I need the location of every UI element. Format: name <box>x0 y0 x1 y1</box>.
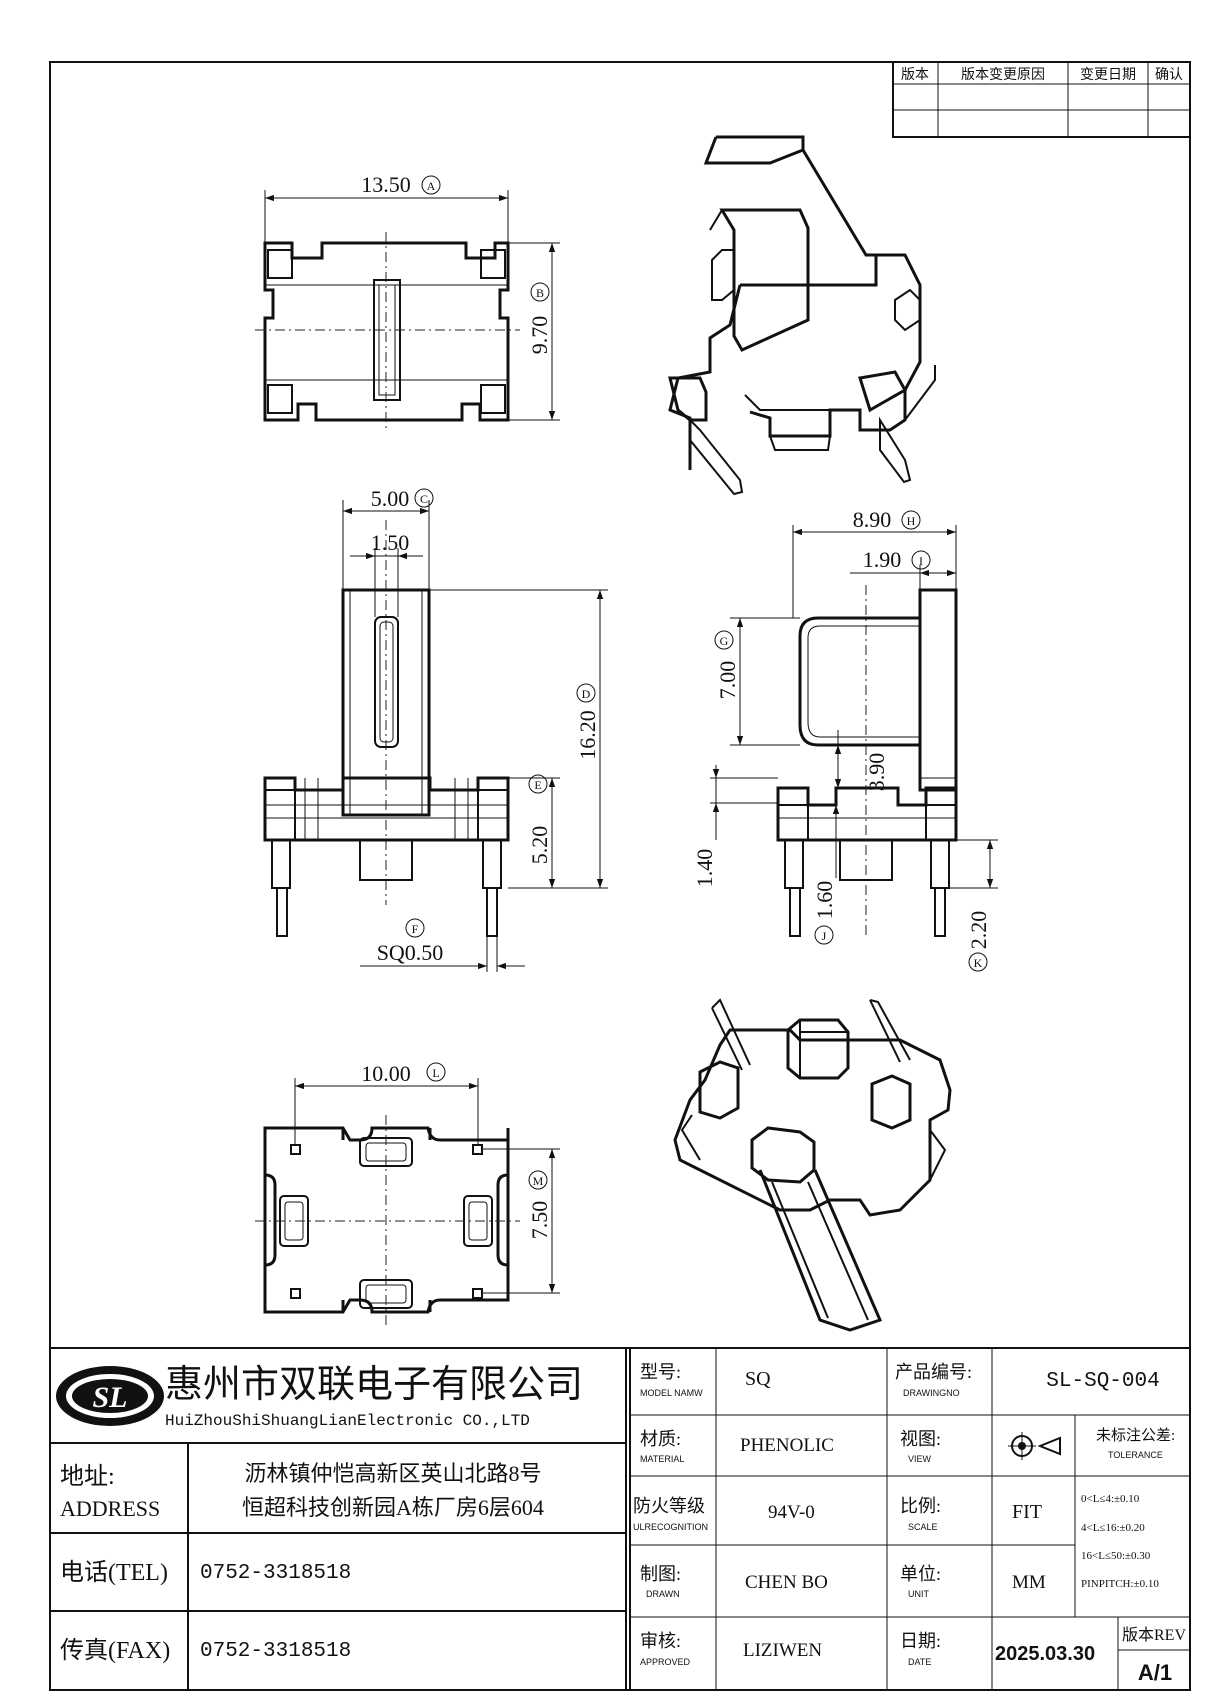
sheet-border <box>49 61 1191 1691</box>
rev-header-version: 版本 <box>901 67 929 83</box>
dim-7-00: 7.00 <box>715 661 740 700</box>
title-block: SL 惠州市双联电子有限公司 HuiZhouShiShuangLianElect… <box>50 1347 1190 1690</box>
top-view: 13.50 A 9.70 B <box>255 172 560 430</box>
address-line-2: 恒超科技创新园A栋厂房6层604 <box>242 1495 544 1520</box>
rev-header-confirm: 确认 <box>1155 67 1183 83</box>
dim-7-50: 7.50 <box>527 1201 552 1240</box>
model-label-en: MODEL NAMW <box>640 1388 703 1398</box>
tolerance-label-en: TOLERANCE <box>1108 1450 1163 1460</box>
drawing-no-label-en: DRAWINGNO <box>903 1388 960 1398</box>
approved-label-en: APPROVED <box>640 1657 691 1667</box>
tel-label: 电话(TEL) <box>60 1559 168 1586</box>
material-label-en: MATERIAL <box>640 1454 684 1464</box>
dim-tag-e: E <box>534 778 541 792</box>
front-view: 5.00 C 1.50 16.20 D 5.20 E F <box>263 486 608 972</box>
drawn-value: CHEN BO <box>745 1572 828 1593</box>
dim-16-20: 16.20 <box>575 710 600 760</box>
scale-value: FIT <box>1012 1501 1042 1523</box>
side-view: 8.90 H 1.90 I 7.00 G 3.90 1.40 <box>692 507 998 972</box>
rev-value: A/1 <box>1138 1660 1172 1685</box>
dim-1-90: 1.90 <box>863 547 902 572</box>
dim-8-90: 8.90 <box>853 507 892 532</box>
dim-tag-j: J <box>822 929 827 943</box>
dim-tag-k: K <box>974 956 983 970</box>
dim-9-70: 9.70 <box>527 316 552 355</box>
model-value: SQ <box>745 1368 771 1390</box>
fire-rating-label: 防火等级 <box>633 1496 705 1516</box>
unit-label-en: UNIT <box>908 1589 929 1599</box>
dim-3-90: 3.90 <box>864 753 889 792</box>
dim-tag-m: M <box>533 1174 544 1188</box>
company-name-en: HuiZhouShiShuangLianElectronic CO.,LTD <box>165 1412 530 1430</box>
approved-value: LIZIWEN <box>743 1640 822 1661</box>
dim-1-40: 1.40 <box>692 849 717 888</box>
bottom-view: 10.00 L 7.50 M <box>255 1061 560 1325</box>
dim-tag-g: G <box>720 634 729 648</box>
address-label-cn: 地址: <box>60 1463 115 1490</box>
scale-label-en: SCALE <box>908 1522 938 1532</box>
drawn-label: 制图: <box>640 1564 681 1584</box>
fire-rating-label-en: ULRECOGNITION <box>633 1522 708 1532</box>
dim-tag-f: F <box>412 922 419 936</box>
dim-2-20: 2.20 <box>966 911 991 950</box>
dim-5-00: 5.00 <box>371 486 410 511</box>
tolerance-item: 16<L≤50:±0.30 <box>1081 1550 1151 1562</box>
date-value: 2025.03.30 <box>995 1643 1095 1665</box>
address-label-en: ADDRESS <box>60 1496 160 1521</box>
unit-label: 单位: <box>900 1564 941 1584</box>
scale-label: 比例: <box>900 1496 941 1516</box>
rev-header-reason: 版本变更原因 <box>961 67 1045 83</box>
dim-tag-i: I <box>919 554 923 568</box>
tel-value: 0752-3318518 <box>200 1562 351 1585</box>
tolerance-item: PINPITCH:±0.10 <box>1081 1578 1159 1590</box>
rev-header-date: 变更日期 <box>1080 67 1136 83</box>
tolerance-label: 未标注公差: <box>1096 1427 1175 1444</box>
dim-tag-a: A <box>427 179 436 193</box>
dim-tag-l: L <box>432 1066 439 1080</box>
company-logo: SL <box>56 1366 164 1426</box>
date-label-en: DATE <box>908 1657 931 1667</box>
view-projection-icon <box>1008 1432 1061 1460</box>
view-label: 视图: <box>900 1429 941 1449</box>
drawing-no-label: 产品编号: <box>895 1362 972 1382</box>
iso-view-top <box>668 135 936 496</box>
view-label-en: VIEW <box>908 1454 932 1464</box>
company-name-cn: 惠州市双联电子有限公司 <box>165 1364 583 1406</box>
revision-table: 版本 版本变更原因 变更日期 确认 <box>892 61 1191 138</box>
dim-5-20: 5.20 <box>527 826 552 865</box>
drawing-no-value: SL-SQ-004 <box>1046 1370 1159 1393</box>
fax-value: 0752-3318518 <box>200 1640 351 1663</box>
tolerance-item: 0<L≤4:±0.10 <box>1081 1493 1140 1505</box>
dim-sq0-50: SQ0.50 <box>377 940 444 965</box>
dim-13-50: 13.50 <box>361 172 411 197</box>
unit-value: MM <box>1012 1572 1046 1593</box>
date-label: 日期: <box>900 1631 941 1651</box>
material-value: PHENOLIC <box>740 1435 834 1456</box>
logo-text: SL <box>92 1381 127 1414</box>
material-label: 材质: <box>640 1429 681 1449</box>
dim-1-60: 1.60 <box>812 881 837 920</box>
fax-label: 传真(FAX) <box>60 1637 170 1664</box>
approved-label: 审核: <box>640 1631 681 1651</box>
dim-tag-h: H <box>907 514 916 528</box>
rev-label: 版本REV <box>1122 1626 1186 1644</box>
iso-view-bottom <box>673 998 952 1332</box>
dim-10-00: 10.00 <box>361 1061 411 1086</box>
dim-tag-c: C <box>420 492 428 506</box>
fire-rating-value: 94V-0 <box>768 1502 815 1523</box>
model-label: 型号: <box>640 1362 681 1382</box>
drawn-label-en: DRAWN <box>646 1589 680 1599</box>
dim-tag-b: B <box>536 286 544 300</box>
address-line-1: 沥林镇仲恺高新区英山北路8号 <box>244 1461 541 1486</box>
dim-1-50: 1.50 <box>371 530 410 555</box>
dim-tag-d: D <box>582 687 591 701</box>
tolerance-item: 4<L≤16:±0.20 <box>1081 1522 1145 1534</box>
